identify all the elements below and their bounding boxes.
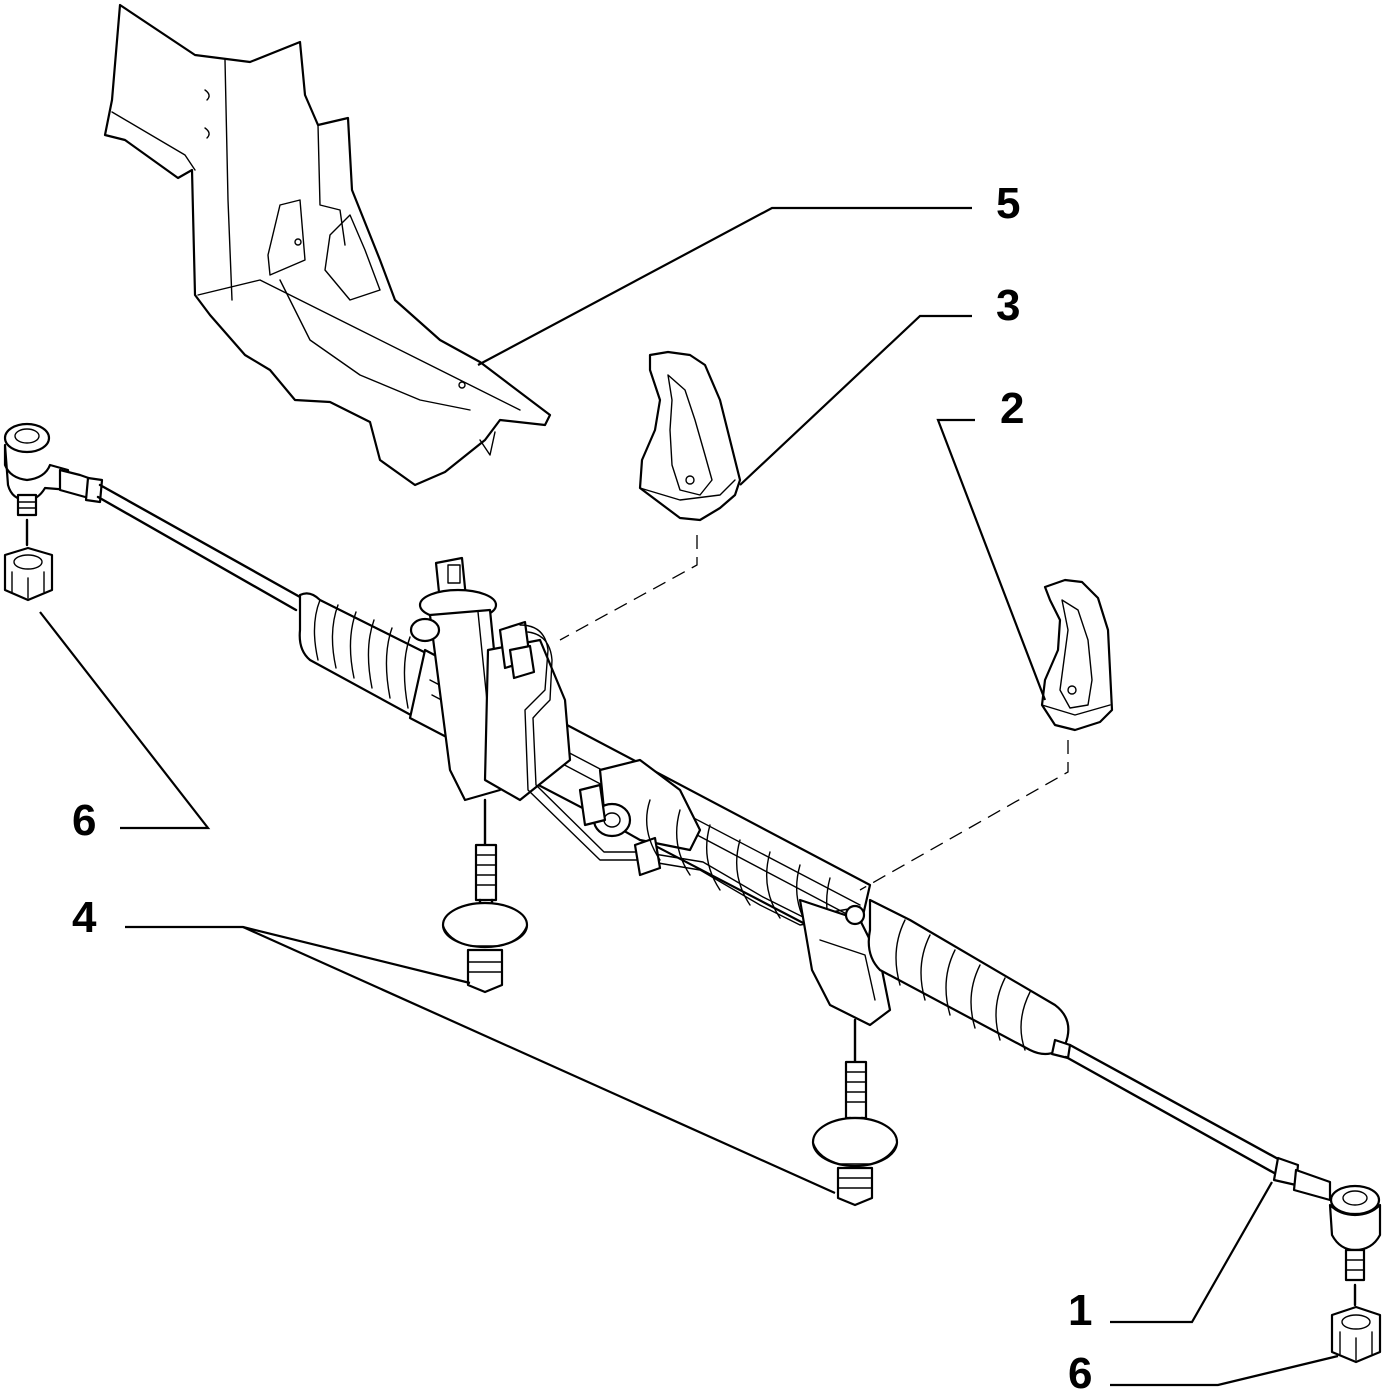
assembly-guide-lines [559,535,1069,891]
part-bracket-2 [1040,578,1114,732]
right-tie-rod-end [1328,1184,1382,1364]
callout-5: 5 [996,179,1020,228]
callout-labels: 5 3 2 6 4 1 6 [72,179,1092,1390]
left-tie-rod-end [3,422,72,602]
part-heat-shield [103,3,552,487]
callout-6-left: 6 [72,796,96,845]
callout-3: 3 [996,281,1020,330]
left-tie-rod [58,468,302,612]
part-bracket-3 [638,350,742,522]
right-tie-rod [1064,1043,1332,1202]
steering-rack [298,556,1072,1060]
right-mounting-bolt [811,1018,899,1207]
callout-4: 4 [72,893,97,942]
left-mounting-bolt [441,798,529,994]
callout-2: 2 [1000,384,1024,433]
leader-lines [39,206,1339,1387]
callout-1: 1 [1068,1286,1092,1335]
callout-6-right: 6 [1068,1349,1092,1390]
